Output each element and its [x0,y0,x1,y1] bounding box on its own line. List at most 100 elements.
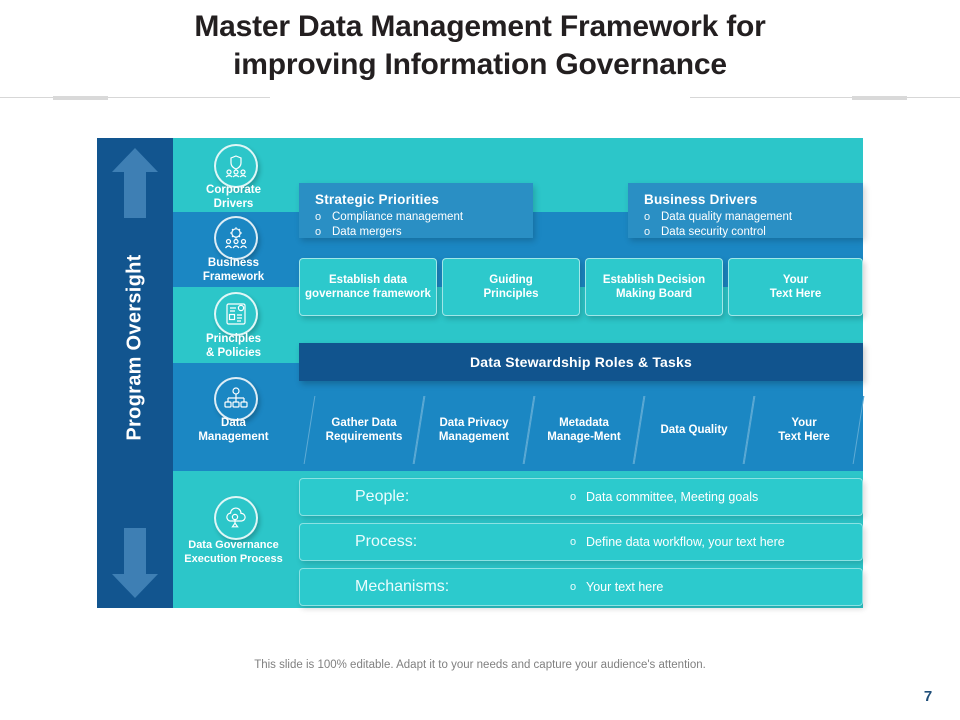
page-title: Master Data Management Framework for imp… [0,8,960,88]
strategic-priorities-box[interactable]: Strategic Priorities o Compliance manage… [299,183,533,238]
band-label-line-2: Management [198,431,269,443]
band-label-data-governance: Data Governance Execution Process [173,538,294,566]
band-label-line-1: Data [221,417,246,429]
pill-line-1: Establish Decision [602,274,706,286]
item-text: Data quality management [661,211,793,223]
pill-line-1: Guiding [489,274,533,286]
title-divider-left [0,96,270,100]
divider-accent [852,96,907,100]
execution-row-value: Data committee, Meeting goals [586,490,759,504]
framework-pill-establish-decision-making-board[interactable]: Establish Decision Making Board [585,258,723,316]
data-stewardship-bar[interactable]: Data Stewardship Roles & Tasks [299,343,863,381]
framework-pill-guiding-principles[interactable]: Guiding Principles [442,258,580,316]
bullet-marker: o [315,226,322,238]
divider-rule [0,97,270,98]
execution-row-value: Your text here [586,580,664,594]
strategic-priorities-title: Strategic Priorities [315,192,440,207]
pill-text: Your Text Here [770,273,822,301]
pill-line-2: Principles [483,288,539,300]
footer-note: This slide is 100% editable. Adapt it to… [254,659,706,671]
pill-text: Establish data governance framework [305,273,431,301]
band-label-data-management: Data Management [173,416,294,444]
management-box-data-quality[interactable]: Data Quality [633,396,755,464]
page-title-line-1: Master Data Management Framework for [194,10,766,43]
program-oversight-label: Program Oversight [123,254,146,441]
policy-document-icon [214,292,258,336]
pill-line-1: Your [782,274,809,286]
band-label-business-framework: Business Framework [173,256,294,284]
title-divider-right [690,96,960,100]
data-network-icon [214,377,258,421]
management-box-your-text-here[interactable]: Your Text Here [743,396,865,464]
framework-pill-establish-data-governance[interactable]: Establish data governance framework [299,258,437,316]
bullet-marker: o [644,226,651,238]
page-number: 7 [923,688,933,705]
management-box-gather-data-requirements[interactable]: Gather Data Requirements [303,396,425,464]
arrow-down-icon [110,526,160,600]
item-text: Data security control [661,226,766,238]
management-line-1: Data Privacy [439,417,509,429]
strategic-priorities-item: o Compliance management [315,210,533,225]
pill-line-2: Text Here [769,288,822,300]
arrow-up-icon [110,146,160,220]
execution-row-mechanisms[interactable]: Mechanisms: o Your text here [299,568,863,606]
pill-text: Guiding Principles [484,273,539,301]
bullet-marker: o [570,536,577,548]
item-text: Data mergers [332,226,402,238]
cloud-governance-icon [214,496,258,540]
management-line-2: Management [438,431,510,443]
management-box-text: Data Privacy Management [420,396,528,464]
execution-row-people[interactable]: People: o Data committee, Meeting goals [299,478,863,516]
band-label-line-1: Data Governance [188,539,279,551]
management-line-2: Text Here [778,431,830,443]
management-line-1: Your [791,417,817,429]
bullet-marker: o [570,581,577,593]
band-label-line-1: Principles [206,333,261,345]
gear-people-icon [214,216,258,260]
item-text: Compliance management [332,211,464,223]
execution-row-process[interactable]: Process: o Define data workflow, your te… [299,523,863,561]
framework-diagram: Program Oversight Corporate Drivers Busi… [97,138,865,608]
management-line-1: Gather Data [331,417,397,429]
data-stewardship-label: Data Stewardship Roles & Tasks [469,354,693,370]
management-line-1: Metadata [559,417,609,429]
business-drivers-box[interactable]: Business Drivers o Data quality manageme… [628,183,863,238]
execution-row-key: Process: [355,533,418,550]
band-label-principles-policies: Principles & Policies [173,332,294,360]
divider-rule [690,97,960,98]
band-label-line-2: & Policies [206,347,261,359]
bullet-marker: o [315,211,322,223]
management-line-1: Data Quality [660,424,728,436]
strategic-priorities-item: o Data mergers [315,225,533,240]
execution-row-value: Define data workflow, your text here [586,535,785,549]
management-box-metadata-management[interactable]: Metadata Manage-Ment [523,396,645,464]
management-box-text: Your Text Here [750,396,858,464]
band-label-line-1: Business [207,257,260,269]
management-box-text: Metadata Manage-Ment [530,396,638,464]
business-drivers-item: o Data quality management [644,210,863,225]
band-label-line-2: Execution Process [184,553,283,565]
management-box-text: Data Quality [640,396,748,464]
bullet-marker: o [570,491,577,503]
pill-line-2: governance framework [305,288,431,300]
execution-row-key: People: [355,488,410,505]
pill-text: Establish Decision Making Board [603,273,705,301]
pill-line-1: Establish data [329,274,407,286]
framework-pill-your-text-here[interactable]: Your Text Here [728,258,863,316]
bullet-marker: o [644,211,651,223]
shield-people-icon [214,144,258,188]
business-drivers-item: o Data security control [644,225,863,240]
band-label-line-1: Corporate [206,184,261,196]
management-box-text: Gather Data Requirements [310,396,418,464]
business-drivers-title: Business Drivers [644,192,758,207]
divider-accent [53,96,108,100]
program-oversight-column: Program Oversight [97,138,173,608]
management-line-2: Manage-Ment [547,431,621,443]
band-label-line-2: Framework [202,271,265,283]
band-label-corporate-drivers: Corporate Drivers [173,183,294,211]
page-title-line-2: improving Information Governance [233,48,727,81]
execution-row-key: Mechanisms: [355,578,450,595]
band-label-line-2: Drivers [213,198,254,210]
pill-line-2: Making Board [615,288,693,300]
management-box-data-privacy-management[interactable]: Data Privacy Management [413,396,535,464]
